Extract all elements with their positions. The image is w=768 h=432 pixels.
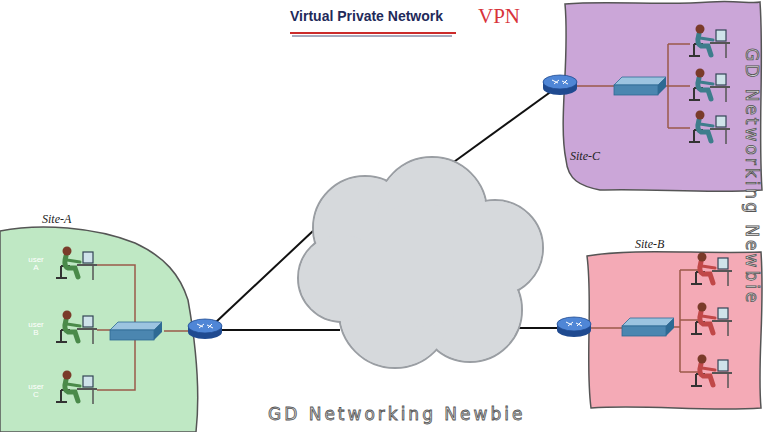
user-figure [691,355,732,389]
router-icon [188,319,222,339]
site-outline [585,232,765,412]
site-blob [587,252,762,409]
watermark: GD Networking Newbie [268,404,525,424]
user-figure [56,311,97,345]
site-b-users [691,253,732,389]
handwritten-note: VPN [478,4,520,29]
site-label: Site-B [635,237,664,252]
site-c-wires [576,44,690,128]
user-figure [691,303,732,337]
wan-link [216,215,330,322]
switch-icon [622,318,674,336]
watermark: GD Networking Newbie [742,48,762,305]
user-label: user C [25,383,47,400]
switch-icon [614,77,666,95]
wan-link [440,88,556,172]
site-region: Site-C [540,0,765,194]
wan-link [222,329,340,331]
wan-links [216,88,560,330]
site-blob [563,1,762,191]
user-figure [56,247,97,281]
site-region: user A user B user C Site-A [0,205,200,432]
user-figure [689,25,730,59]
diagram-title: Virtual Private Network [290,8,443,24]
site-outline [540,0,765,194]
site-outline [0,205,200,432]
site-a-users [56,247,97,405]
site-label: Site-C [570,149,600,164]
user-figure [689,69,730,103]
cloud [298,157,543,368]
user-label: user A [25,256,47,273]
lan-wires [97,44,700,390]
site-a-wires [97,265,190,390]
site-c-users [689,25,730,145]
wan-link [505,327,560,329]
site-region: Site-B [585,232,765,412]
user-label: user B [25,321,47,338]
site-b-wires [590,270,700,372]
user-figure [689,111,730,145]
site-label: Site-A [42,212,71,227]
user-figure [691,253,732,287]
user-figure [56,371,97,405]
router-icon [557,317,591,337]
switch-icon [110,322,162,340]
title-underline [290,32,456,34]
cloud-fill [299,158,542,367]
router-icon [543,75,577,95]
cloud-outline [298,157,543,368]
site-blob [0,227,198,432]
title-underline [292,36,452,37]
